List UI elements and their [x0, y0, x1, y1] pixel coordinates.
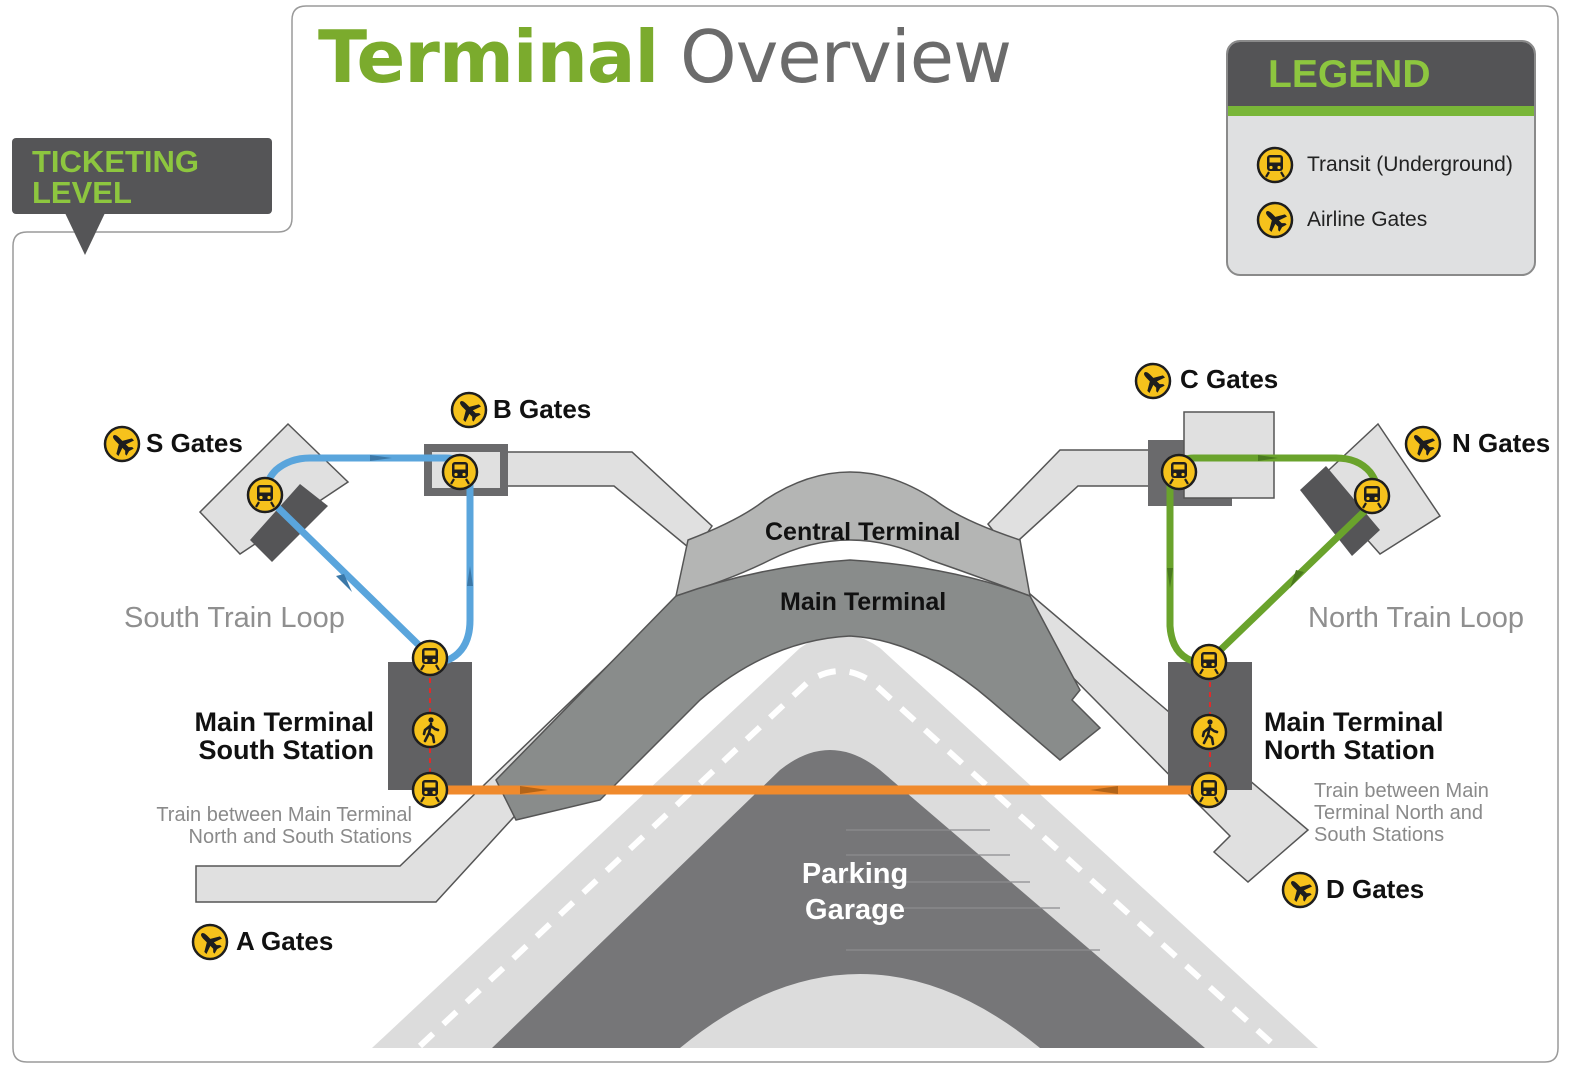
walk-icon-south-station [411, 711, 449, 749]
parking-garage-label: Parking Garage [801, 858, 909, 926]
train-icon-north-station-bottom [1190, 771, 1228, 809]
train-icon-b-gates [441, 453, 479, 491]
airplane-icon-n-gates [1404, 425, 1442, 463]
level-label: TICKETING LEVEL [32, 144, 200, 210]
legend-header: LEGEND [1228, 42, 1534, 106]
south-train-loop-label: South Train Loop [124, 602, 345, 634]
main-terminal-shape [495, 559, 1102, 821]
north-train-loop-label: North Train Loop [1308, 602, 1525, 634]
train-icon-north-station-top [1190, 643, 1228, 681]
d-gates-label: D Gates [1326, 874, 1425, 904]
train-icon [1256, 146, 1294, 184]
airplane-icon-d-gates [1281, 871, 1319, 909]
train-icon-south-station-top [411, 639, 449, 677]
train-icon-n-gates [1353, 477, 1391, 515]
legend-item-transit: Transit (Underground) [1256, 145, 1513, 185]
parking-garage-stripes [846, 829, 1100, 951]
north-station-label: Main Terminal North Station [1264, 707, 1444, 765]
level-tag-pointer [65, 213, 105, 255]
central-terminal-label: Central Terminal [765, 518, 961, 546]
legend-item-airline-gates: Airline Gates [1256, 200, 1427, 240]
page-title: Terminal Overview [318, 14, 1012, 100]
south-connector-note: Train between Main Terminal North and So… [156, 804, 412, 848]
loop-arrows [336, 455, 1304, 794]
airplane-icon-a-gates [191, 923, 229, 961]
c-gates-label: C Gates [1180, 364, 1279, 394]
legend-divider [1228, 106, 1534, 116]
train-icon-south-station-bottom [411, 771, 449, 809]
ticketing-level-tag: TICKETING LEVEL [12, 138, 272, 255]
parking-garage-shape [492, 750, 1205, 1048]
legend-title: LEGEND [1268, 53, 1431, 96]
north-connector-note: Train between Main Terminal North and So… [1314, 780, 1489, 846]
title-bold: Terminal [318, 15, 659, 99]
legend-label-airline-gates: Airline Gates [1307, 208, 1428, 231]
airplane-icon-b-gates [450, 391, 488, 429]
title-light: Overview [680, 15, 1012, 99]
b-gates-label: B Gates [493, 394, 592, 424]
train-icon-c-gates [1160, 453, 1198, 491]
a-gates-label: A Gates [236, 926, 334, 956]
s-gates-label: S Gates [146, 428, 243, 458]
airplane-icon [1256, 201, 1294, 239]
walk-icon-north-station [1190, 713, 1228, 751]
n-gates-label: N Gates [1452, 428, 1551, 458]
airplane-icon-c-gates [1134, 362, 1172, 400]
south-station-label: Main Terminal South Station [194, 707, 374, 765]
legend-label-transit: Transit (Underground) [1307, 153, 1513, 176]
legend-panel: LEGEND Transit (Underground) Airline Gat… [1226, 40, 1536, 276]
main-terminal-label: Main Terminal [780, 588, 947, 616]
airplane-icon-s-gates [103, 425, 141, 463]
train-icon-s-gates [246, 476, 284, 514]
